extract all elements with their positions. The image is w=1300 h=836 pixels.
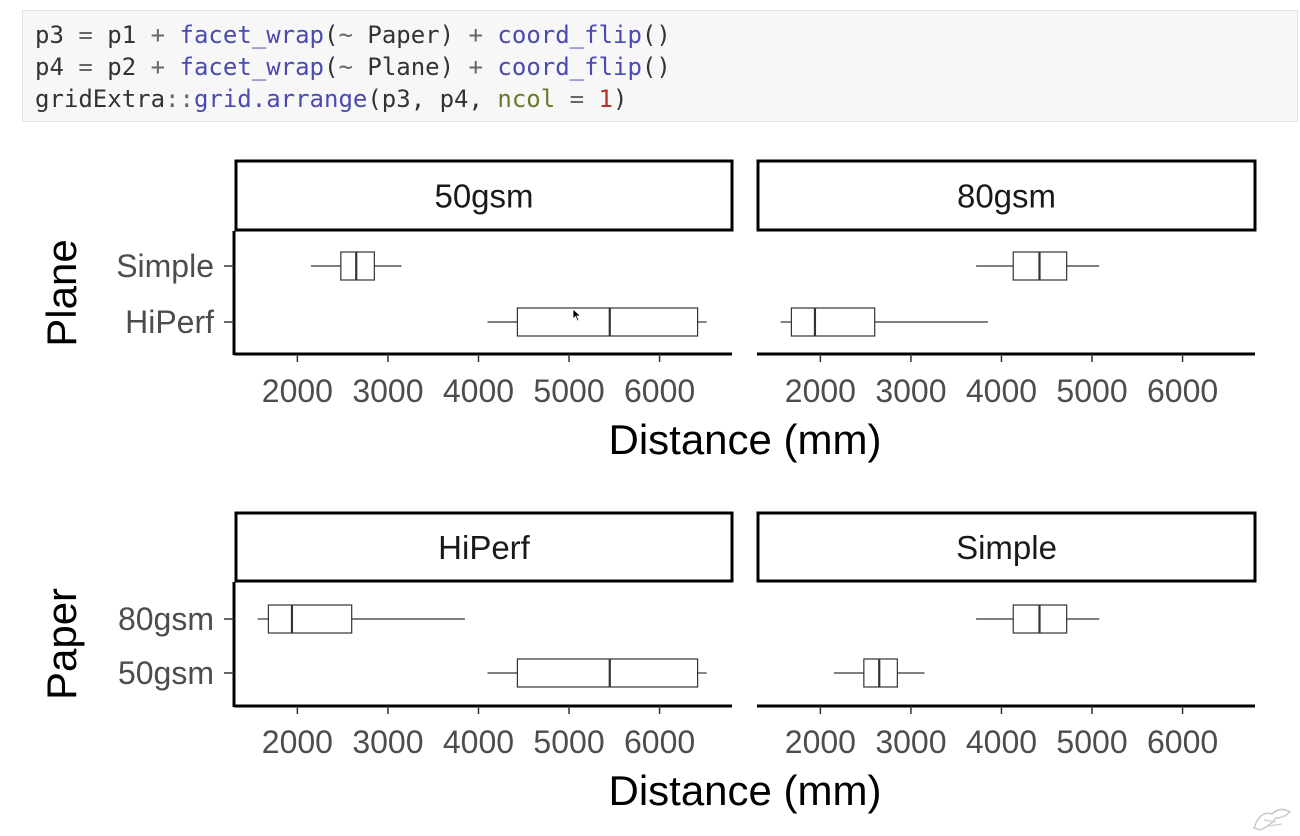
facet-strip [234,159,734,232]
code-token: () [641,53,671,81]
facet-strip-label: 80gsm [957,178,1056,215]
facet-strip [234,511,734,583]
box-iqr [790,307,876,337]
code-token: + [150,21,166,49]
box-iqr [516,658,699,688]
box-iqr [340,251,375,281]
code-token: ~ [338,53,353,81]
x-tick-label: 3000 [875,373,946,409]
code-token [483,21,497,49]
mouse-pointer-icon [572,308,582,322]
x-tick-label: 6000 [624,724,695,760]
corner-logo-icon [1253,808,1292,831]
code-token: Plane) [352,53,469,81]
box-iqr [267,604,353,634]
facet-boxplot-figure: Plane 50gsm 2000 3000 4000 5000 6000 80gsm 2000 3… [38,159,1257,814]
x-tick-label: 2000 [262,373,333,409]
code-line: gridExtra::grid.arrange(p3, p4, ncol = 1… [35,83,1285,115]
code-token: gridExtra [35,85,166,113]
y-category-label: HiPerf [125,304,214,340]
facet-strip [756,511,1257,583]
x-tick-label: 2000 [785,373,856,409]
facet-strip-label: HiPerf [438,529,531,566]
x-tick-label: 4000 [966,724,1037,760]
code-token: coord_flip [497,53,642,81]
code-token [165,21,179,49]
code-token [555,85,569,113]
x-tick-label: 6000 [1147,724,1218,760]
code-token: coord_flip [497,21,642,49]
code-token: ncol [497,85,556,113]
x-axis-title: Distance (mm) [608,767,881,814]
y-category-label: 80gsm [118,601,214,637]
code-token: :: [165,85,194,113]
code-token [483,53,497,81]
box-iqr [516,307,699,337]
code-token: p4 [35,53,79,81]
x-tick-label: 4000 [443,724,514,760]
code-token: = [78,21,93,49]
code-token [165,53,179,81]
code-token: () [641,21,671,49]
code-line: p3 = p1 + facet_wrap(~ Paper) + coord_fl… [35,19,1285,51]
code-token: facet_wrap [179,21,325,49]
code-token: ) [613,85,628,113]
x-tick-label: 5000 [533,724,604,760]
x-tick-label: 6000 [1147,373,1218,409]
y-category-label: Simple [116,248,214,284]
code-token: p3 [35,21,79,49]
x-tick-label: 4000 [966,373,1037,409]
y-category-label: 50gsm [118,655,214,691]
box-iqr [863,658,898,688]
code-token: 1 [598,85,613,113]
code-token: = [569,85,585,113]
code-token: + [468,21,483,49]
x-tick-label: 2000 [262,724,333,760]
x-tick-label: 5000 [1056,724,1127,760]
code-token: (p3, p4, [367,85,498,113]
x-tick-label: 5000 [1056,373,1127,409]
code-line: p4 = p2 + facet_wrap(~ Plane) + coord_fl… [35,51,1285,83]
code-token [584,85,598,113]
x-tick-label: 4000 [443,373,514,409]
facet-strip [756,159,1257,232]
code-token: p1 [92,21,151,49]
code-token: + [468,53,483,81]
x-axis-title: Distance (mm) [608,416,881,463]
y-axis-title: Paper [38,588,85,700]
y-axis-title: Plane [38,239,85,346]
x-tick-label: 5000 [533,373,604,409]
code-token: = [78,53,93,81]
code-token: facet_wrap [179,53,325,81]
x-tick-label: 3000 [352,373,423,409]
x-tick-label: 6000 [624,373,695,409]
facet-strip-label: 50gsm [434,178,533,215]
code-token: grid.arrange [193,85,368,113]
x-tick-label: 2000 [785,724,856,760]
code-token: Paper) [352,21,469,49]
code-token: + [150,53,166,81]
x-tick-label: 3000 [875,724,946,760]
facet-strip-label: Simple [956,529,1057,566]
code-token: ~ [338,21,353,49]
code-token: p2 [92,53,151,81]
x-tick-label: 3000 [352,724,423,760]
code-token: ( [324,53,339,81]
code-token: ( [324,21,339,49]
code-cell[interactable]: p3 = p1 + facet_wrap(~ Paper) + coord_fl… [22,10,1298,122]
